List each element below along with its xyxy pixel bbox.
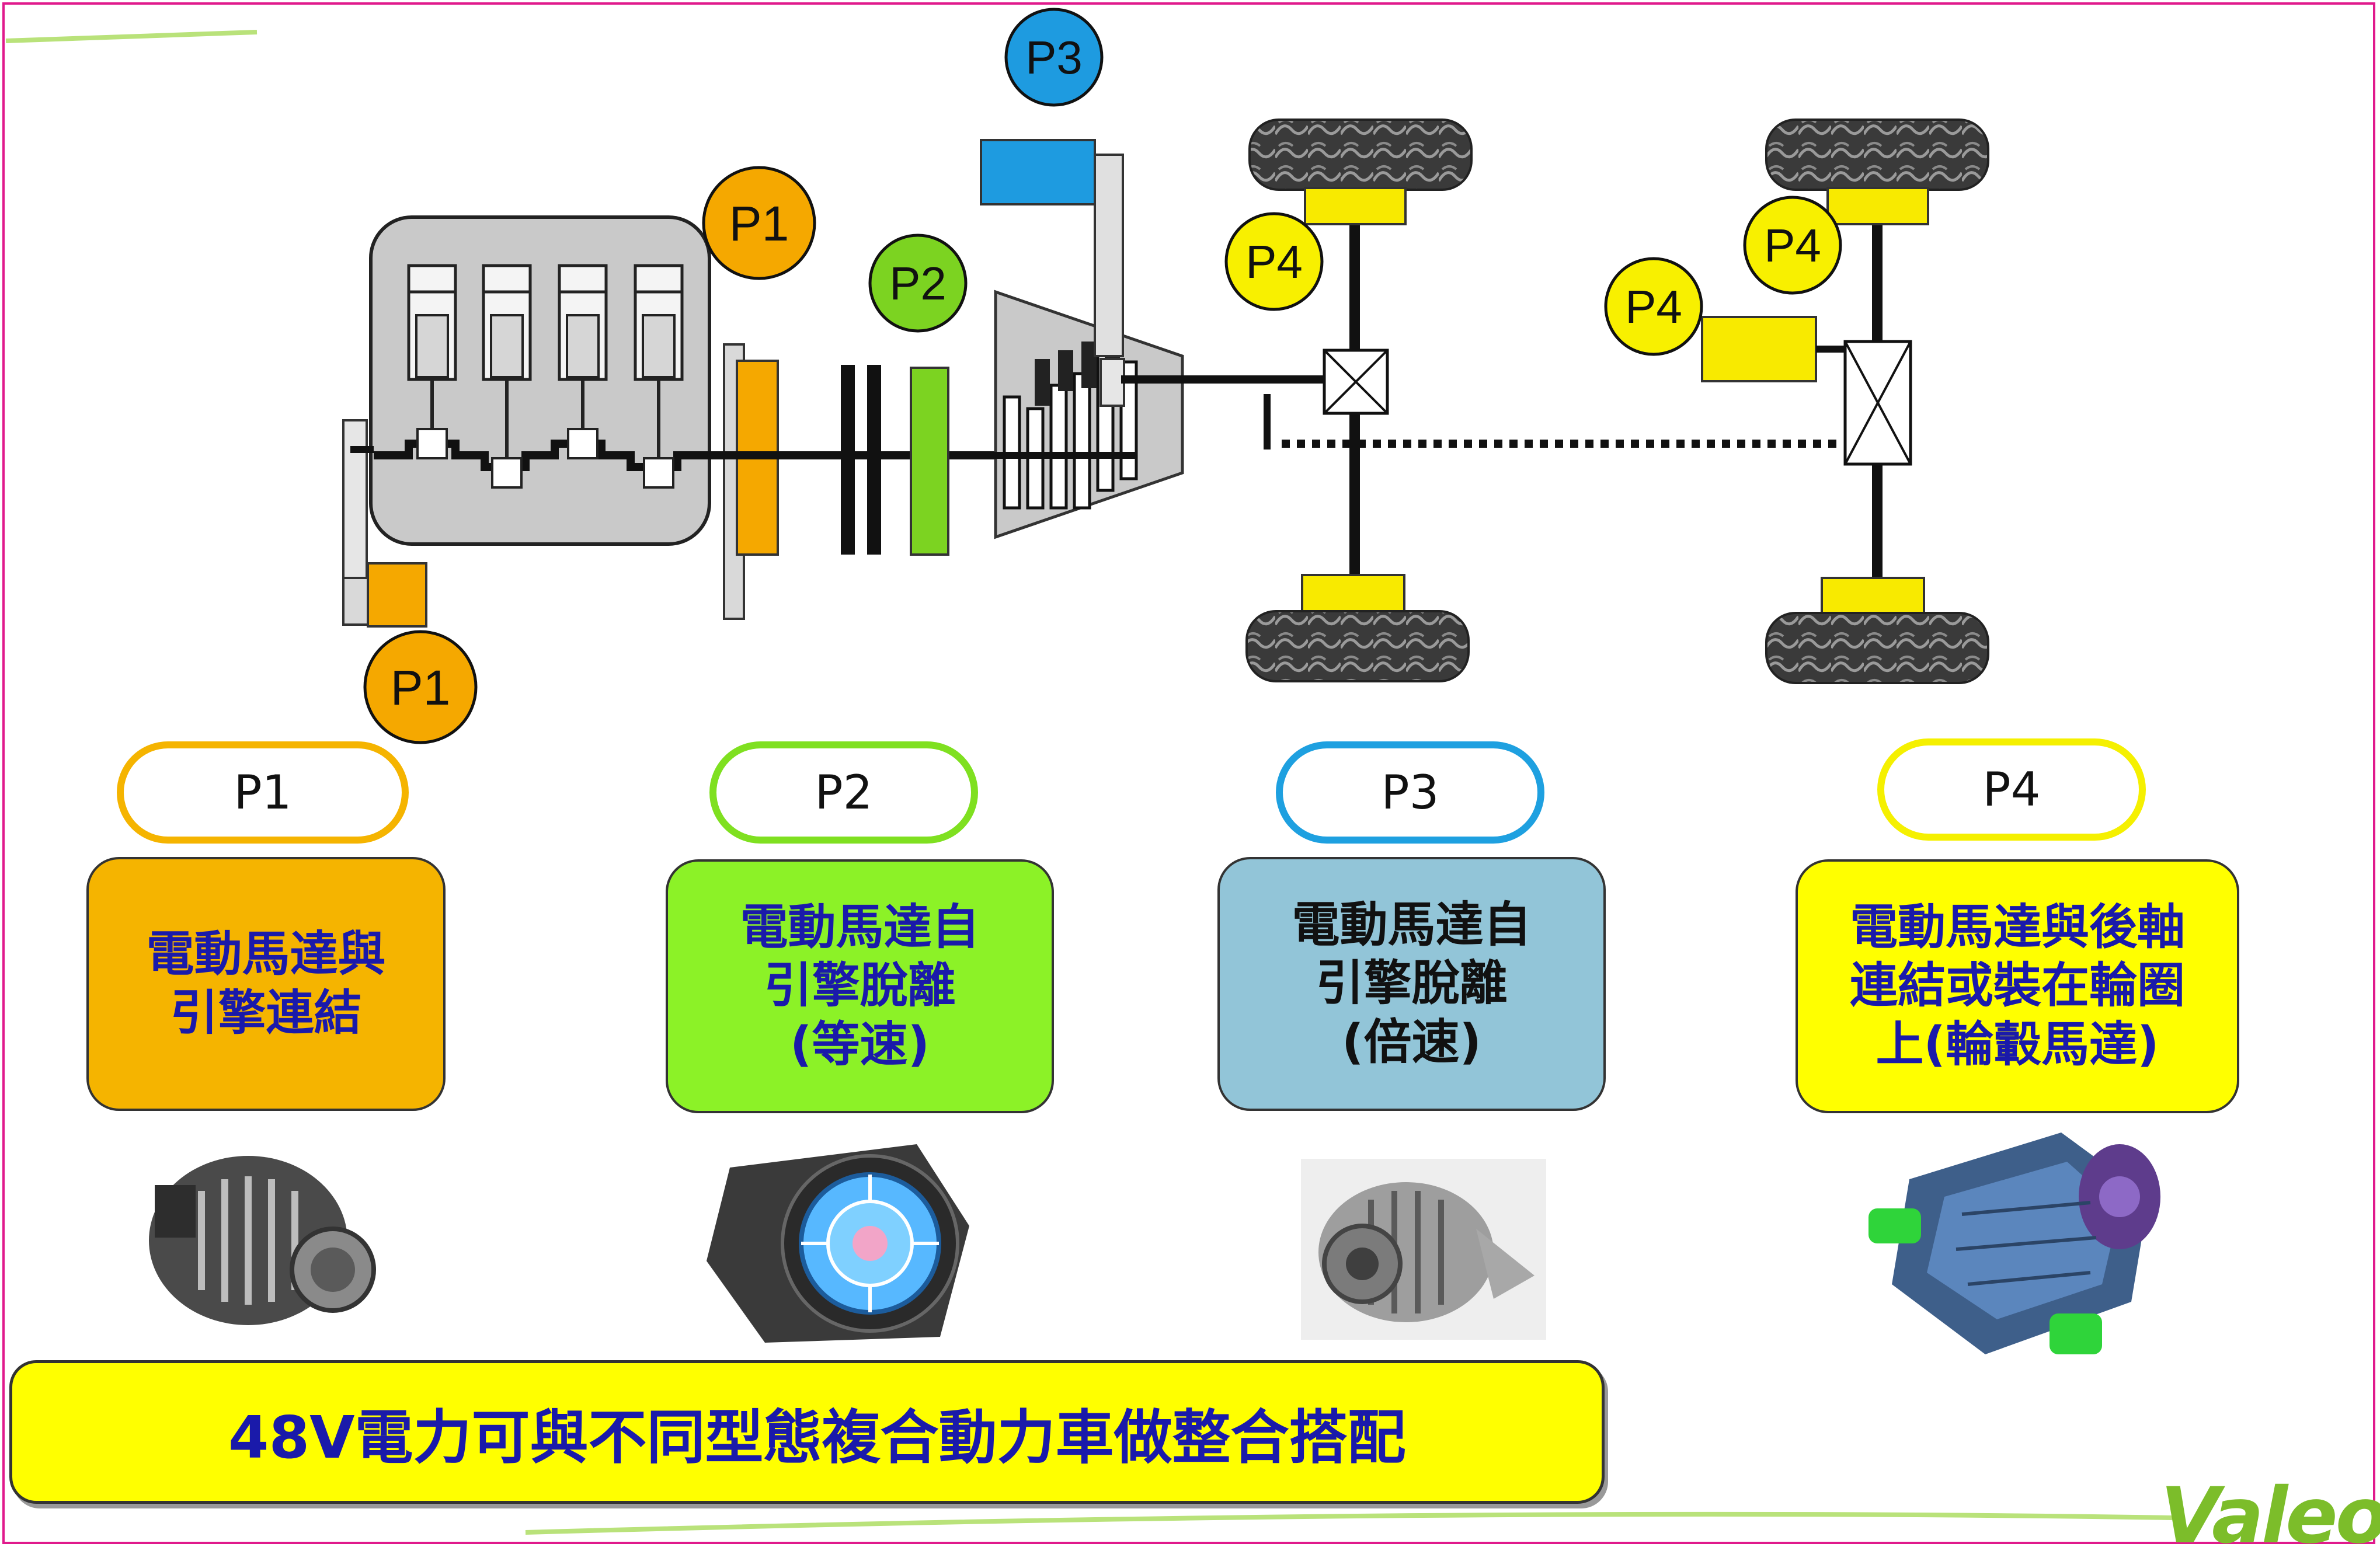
accent-line-top bbox=[5, 30, 258, 43]
label-p3-text: P3 bbox=[1381, 765, 1439, 820]
svg-text:P4: P4 bbox=[1625, 281, 1682, 333]
front-wheel-top bbox=[1248, 119, 1473, 191]
marker-p1-bottom: P1 bbox=[363, 630, 478, 744]
alternator-photo bbox=[149, 1156, 376, 1325]
p2-motor-photo bbox=[707, 1144, 969, 1343]
p4-front-motor-top bbox=[1304, 187, 1407, 225]
marker-p1-top: P1 bbox=[702, 166, 816, 280]
front-axle bbox=[1245, 119, 1473, 682]
marker-p2: P2 bbox=[868, 234, 968, 333]
drivetrain-diagram: P1 P1 P2 P3 P4 P4 P4 bbox=[5, 8, 1989, 744]
belt-drive bbox=[342, 419, 427, 628]
clutch bbox=[841, 365, 881, 555]
desc-p3: 電動馬達自 引擎脫離 (倍速) bbox=[1217, 857, 1606, 1111]
marker-p4-rear-side: P4 bbox=[1604, 257, 1703, 356]
engine-cylinders bbox=[407, 264, 684, 381]
svg-text:P3: P3 bbox=[1025, 32, 1083, 83]
rear-axle-motor-photo bbox=[1868, 1133, 2160, 1354]
summary-banner: 48V電力可與不同型態複合動力車做整合搭配 bbox=[9, 1360, 1605, 1504]
rear-wheel-top bbox=[1765, 119, 1989, 191]
summary-banner-text: 48V電力可與不同型態複合動力車做整合搭配 bbox=[228, 1403, 1406, 1472]
label-p3: P3 bbox=[1276, 741, 1544, 844]
accent-line-bottom bbox=[525, 1511, 2173, 1535]
svg-text:P1: P1 bbox=[391, 660, 451, 715]
p4-rear-motor-top bbox=[1826, 187, 1929, 225]
svg-text:P4: P4 bbox=[1764, 219, 1821, 271]
p4-rear-motor-bottom bbox=[1821, 577, 1925, 614]
desc-p4-text: 電動馬達與後軸 連結或裝在輪圈 上(輪轂馬達) bbox=[1849, 900, 2185, 1072]
p4-rear-motor-side bbox=[1701, 316, 1817, 382]
marker-p4-rear-top: P4 bbox=[1743, 196, 1842, 295]
p4-front-motor-bottom bbox=[1301, 574, 1405, 612]
rear-wheel-bottom bbox=[1765, 612, 1989, 684]
desc-p2: 電動馬達自 引擎脫離 (等速) bbox=[666, 859, 1054, 1113]
rear-axle bbox=[1701, 119, 1989, 684]
marker-p4-front: P4 bbox=[1224, 212, 1324, 311]
svg-text:P2: P2 bbox=[889, 257, 947, 309]
label-p1: P1 bbox=[117, 741, 409, 844]
svg-text:P4: P4 bbox=[1245, 236, 1303, 288]
label-p1-text: P1 bbox=[234, 765, 292, 820]
desc-p2-text: 電動馬達自 引擎脫離 (等速) bbox=[740, 900, 980, 1072]
front-wheel-bottom bbox=[1245, 610, 1470, 682]
engine bbox=[369, 215, 711, 546]
gearbox bbox=[993, 290, 1184, 539]
desc-p1: 電動馬達與 引擎連結 bbox=[86, 857, 446, 1111]
label-p2-text: P2 bbox=[815, 765, 873, 820]
desc-p3-text: 電動馬達自 引擎脫離 (倍速) bbox=[1292, 897, 1532, 1070]
marker-p3: P3 bbox=[1004, 8, 1104, 107]
p3-motor-photo bbox=[1301, 1159, 1546, 1340]
desc-p4: 電動馬達與後軸 連結或裝在輪圈 上(輪轂馬達) bbox=[1796, 859, 2239, 1113]
p3-motor bbox=[980, 139, 1096, 205]
label-p4: P4 bbox=[1877, 738, 2146, 841]
valeo-logo: Valeo bbox=[2160, 1471, 2380, 1561]
marker-p1-top-text: P1 bbox=[729, 196, 789, 251]
desc-p1-text: 電動馬達與 引擎連結 bbox=[146, 926, 386, 1041]
label-p2: P2 bbox=[709, 741, 978, 844]
p2-motor bbox=[910, 367, 949, 556]
label-p4-text: P4 bbox=[1982, 762, 2041, 817]
p1-belt-motor bbox=[367, 562, 427, 628]
